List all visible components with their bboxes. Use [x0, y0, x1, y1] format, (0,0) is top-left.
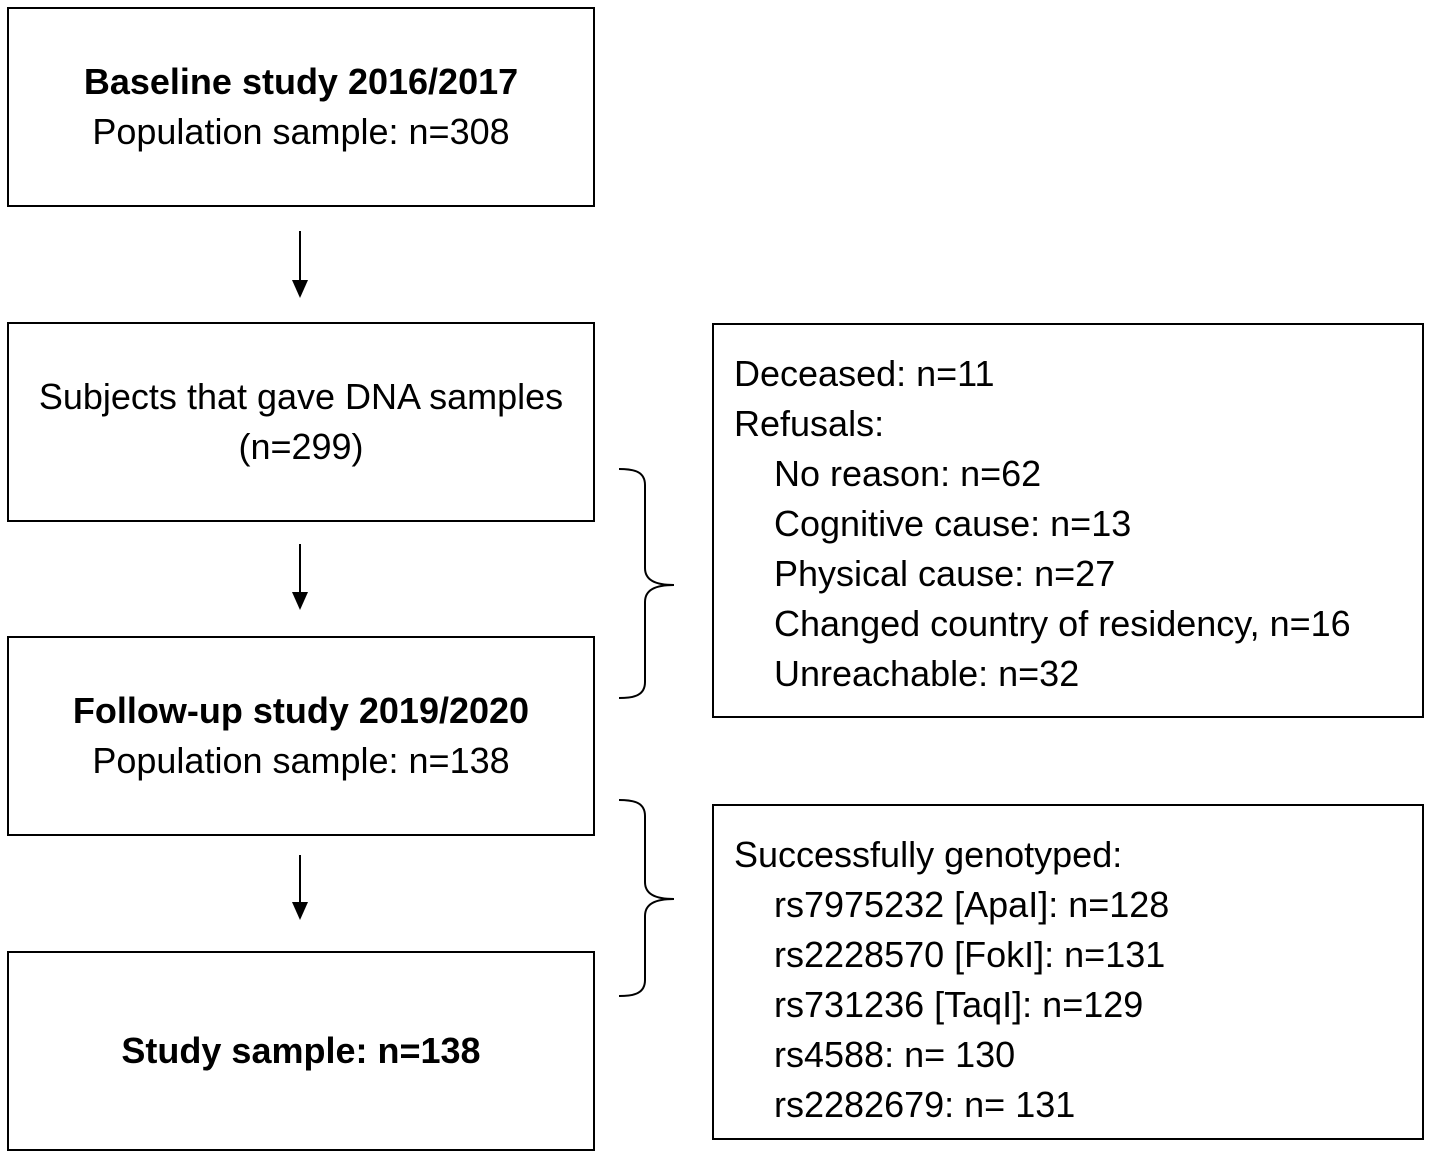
brace-genotyping — [618, 799, 675, 997]
genotyping-box: Successfully genotyped: rs7975232 [ApaI]… — [712, 804, 1424, 1140]
baseline-study-box: Baseline study 2016/2017 Population samp… — [7, 7, 595, 207]
followup-population-sample: Population sample: n=138 — [92, 740, 510, 781]
refusal-item: Cognitive cause: n=13 — [774, 503, 1132, 544]
exclusions-box: Deceased: n=11 Refusals: No reason: n=62… — [712, 323, 1424, 718]
genotyping-header: Successfully genotyped: — [734, 834, 1123, 875]
refusal-item: Changed country of residency, n=16 — [774, 603, 1351, 644]
followup-study-box: Follow-up study 2019/2020 Population sam… — [7, 636, 595, 836]
dna-samples-count: (n=299) — [238, 426, 364, 467]
arrow-baseline-to-dna — [292, 231, 308, 298]
genotype-item: rs731236 [TaqI]: n=129 — [774, 984, 1144, 1025]
arrow-dna-to-followup — [292, 544, 308, 610]
baseline-population-sample: Population sample: n=308 — [92, 111, 510, 152]
genotype-item: rs7975232 [ApaI]: n=128 — [774, 884, 1170, 925]
dna-samples-label: Subjects that gave DNA samples — [38, 376, 564, 417]
refusal-item: No reason: n=62 — [774, 453, 1042, 494]
dna-samples-box: Subjects that gave DNA samples (n=299) — [7, 322, 595, 522]
refusal-item: Physical cause: n=27 — [774, 553, 1116, 594]
baseline-study-title: Baseline study 2016/2017 — [83, 61, 519, 102]
study-sample-title: Study sample: n=138 — [121, 1030, 481, 1071]
genotype-item: rs2282679: n= 131 — [774, 1084, 1076, 1125]
genotype-item: rs2228570 [FokI]: n=131 — [774, 934, 1166, 975]
refusal-item: Unreachable: n=32 — [774, 653, 1080, 694]
genotype-item: rs4588: n= 130 — [774, 1034, 1016, 1075]
deceased-count: Deceased: n=11 — [734, 353, 995, 394]
arrow-followup-to-study — [292, 855, 308, 920]
followup-study-title: Follow-up study 2019/2020 — [72, 690, 530, 731]
refusals-header: Refusals: — [734, 403, 885, 444]
brace-exclusions — [618, 468, 675, 699]
study-sample-box: Study sample: n=138 — [7, 951, 595, 1151]
